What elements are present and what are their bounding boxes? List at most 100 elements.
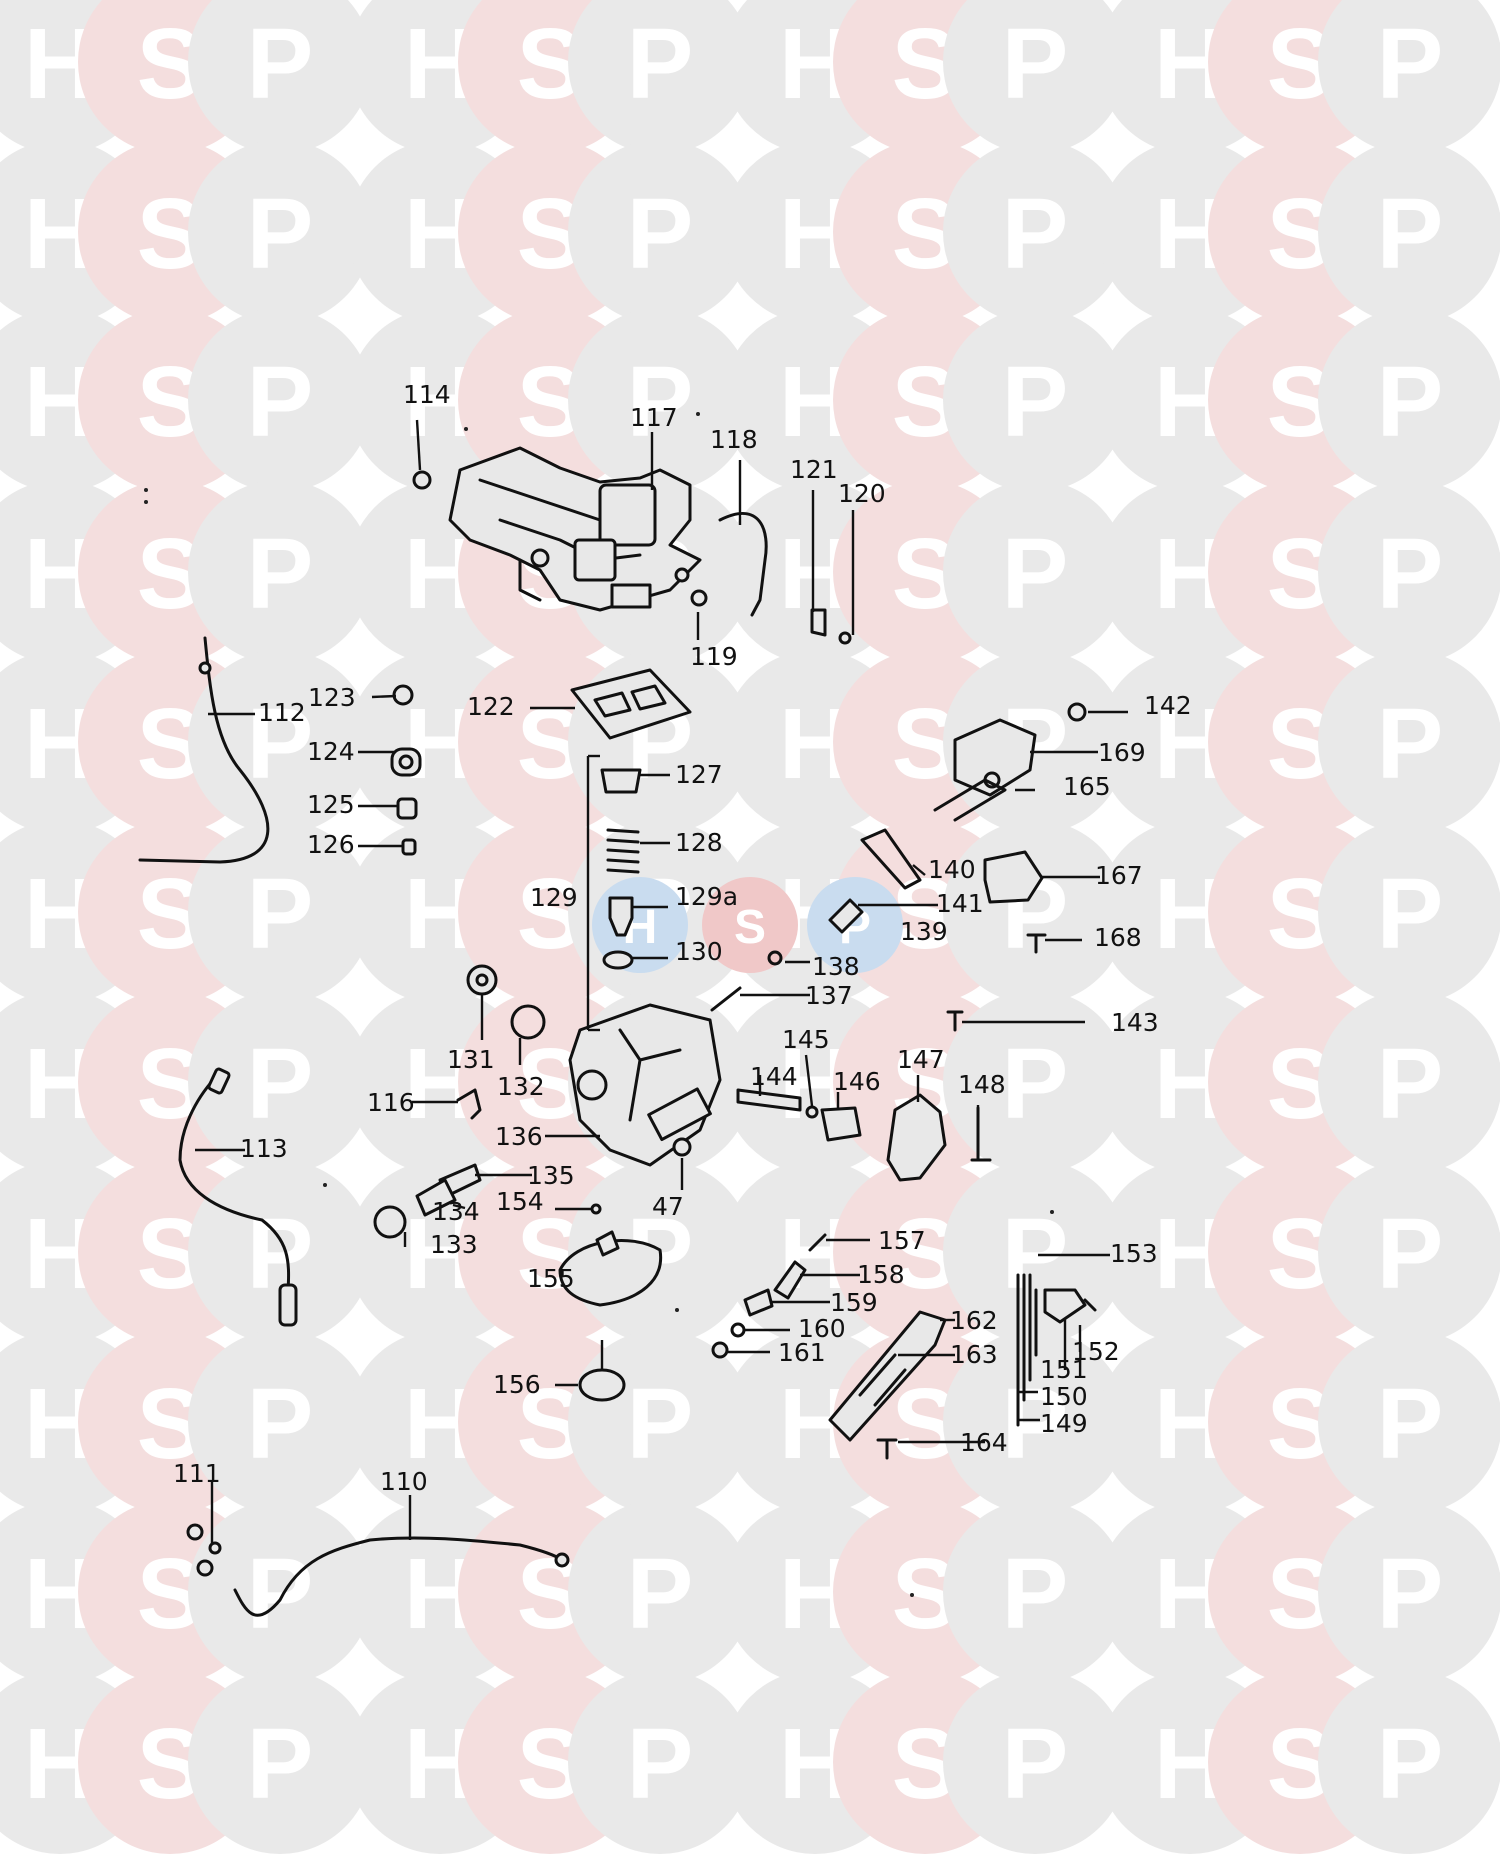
part-168-screw: [1026, 933, 1047, 954]
watermark-circle-p: [188, 990, 372, 1174]
watermark-circle-p: [188, 480, 372, 664]
watermark-letter-p: P: [247, 858, 314, 970]
part-129a-valve: [608, 896, 634, 937]
callout-142: 142: [1144, 691, 1192, 720]
watermark-letter-p: P: [627, 1708, 694, 1820]
part-121-clip: [810, 608, 852, 645]
watermark-circle-p: [188, 1670, 372, 1854]
callout-156: 156: [493, 1370, 541, 1399]
callout-120: 120: [838, 479, 886, 508]
watermark-letter-p: P: [1377, 178, 1444, 290]
watermark-circle-p: [188, 1160, 372, 1344]
callout-163: 163: [950, 1340, 998, 1369]
watermark-letter-p: P: [627, 346, 694, 458]
callout-169: 169: [1098, 738, 1146, 767]
watermark-letter-p: P: [627, 1538, 694, 1650]
part-160-washer: [730, 1322, 746, 1338]
watermark-circle-p: [943, 1670, 1127, 1854]
part-141-screw: [828, 898, 864, 934]
part-159-nut: [743, 1288, 774, 1317]
callout-134: 134: [432, 1197, 480, 1226]
callout-122: 122: [467, 692, 515, 721]
callout-110: 110: [380, 1467, 428, 1496]
watermark-letter-p: P: [247, 1028, 314, 1140]
part-134-spindle: [415, 1178, 457, 1217]
part-145-oring: [805, 1105, 819, 1119]
watermark-letter-p: P: [627, 1368, 694, 1480]
part-116-clip: [456, 1088, 482, 1120]
watermark-letter-p: P: [247, 518, 314, 630]
watermark-letter-p: P: [1002, 1368, 1069, 1480]
watermark-letter-p: P: [1377, 1198, 1444, 1310]
part-110-lead: [233, 1536, 564, 1617]
part-137-pin: [710, 986, 742, 1012]
watermark-letter-p: P: [1002, 1538, 1069, 1650]
watermark-circle-p: [188, 0, 372, 154]
watermark-letter-p: P: [247, 1708, 314, 1820]
callout-146: 146: [833, 1067, 881, 1096]
callout-113: 113: [240, 1134, 288, 1163]
part-113-probe: [278, 1283, 298, 1327]
part-118-tube: [718, 512, 768, 617]
callout-131: 131: [447, 1045, 495, 1074]
callout-148: 148: [958, 1070, 1006, 1099]
callout-128: 128: [675, 828, 723, 857]
callout-136: 136: [495, 1122, 543, 1151]
watermark-circle-p: [188, 650, 372, 834]
callout-labels: 114 117 118 121 120 119 112 123 122 124 …: [173, 380, 1192, 1496]
callout-154: 154: [496, 1187, 544, 1216]
part-130-washer: [602, 950, 634, 970]
watermark-circle-p: [1318, 1160, 1500, 1344]
watermark-circle-p: [1318, 820, 1500, 1004]
part-164-screw: [876, 1438, 898, 1460]
watermark-circle-p: [1318, 1330, 1500, 1514]
scan-specks: [144, 412, 1054, 1597]
part-147-cover: [886, 1093, 947, 1182]
watermark-circle-p: [943, 480, 1127, 664]
part-112-thermocouple: [138, 636, 270, 864]
callout-155: 155: [527, 1264, 575, 1293]
callout-149: 149: [1040, 1409, 1088, 1438]
part-128-spring: [606, 828, 640, 874]
watermark-circle-p: [1318, 308, 1500, 492]
part-162-plate: [828, 1310, 947, 1442]
part-144-tube: [736, 1088, 802, 1112]
part-158-bracket: [773, 1260, 807, 1300]
callout-133: 133: [430, 1230, 478, 1259]
parts-layer: [138, 446, 1097, 1617]
part-154-screw: [590, 1203, 602, 1215]
callout-147: 147: [897, 1045, 945, 1074]
callout-144: 144: [750, 1062, 798, 1091]
part-126-nut: [401, 838, 417, 856]
callout-161: 161: [778, 1338, 826, 1367]
callout-117: 117: [630, 403, 678, 432]
callout-116: 116: [367, 1088, 415, 1117]
part-117-valve-body: [448, 446, 702, 612]
part-111-clip: [186, 1523, 222, 1577]
watermark-circle-p: [1318, 650, 1500, 834]
callout-168: 168: [1094, 923, 1142, 952]
callout-167: 167: [1095, 861, 1143, 890]
watermark-letter-p: P: [627, 178, 694, 290]
watermark-circle-p: [943, 0, 1127, 154]
watermark-circle-p: [943, 140, 1127, 324]
callout-118: 118: [710, 425, 758, 454]
watermark-letter-p: P: [247, 8, 314, 120]
callout-114: 114: [403, 380, 451, 409]
part-155-diaphragm: [558, 1239, 663, 1307]
part-153-electrode: [1016, 1273, 1097, 1427]
callout-125: 125: [307, 790, 355, 819]
callout-129: 129: [530, 883, 578, 912]
watermark-letter-p: P: [1377, 8, 1444, 120]
watermark-circle-p: [188, 820, 372, 1004]
part-142-screw: [1067, 702, 1087, 722]
callout-150: 150: [1040, 1382, 1088, 1411]
part-125-nut: [396, 797, 418, 820]
callout-132: 132: [497, 1072, 545, 1101]
watermark-letter-p: P: [1377, 518, 1444, 630]
watermark-circle-p: [568, 0, 752, 154]
part-169-bracket: [933, 718, 1037, 822]
watermark-circle-p: [1318, 0, 1500, 154]
watermark-letter-p: P: [1377, 1708, 1444, 1820]
